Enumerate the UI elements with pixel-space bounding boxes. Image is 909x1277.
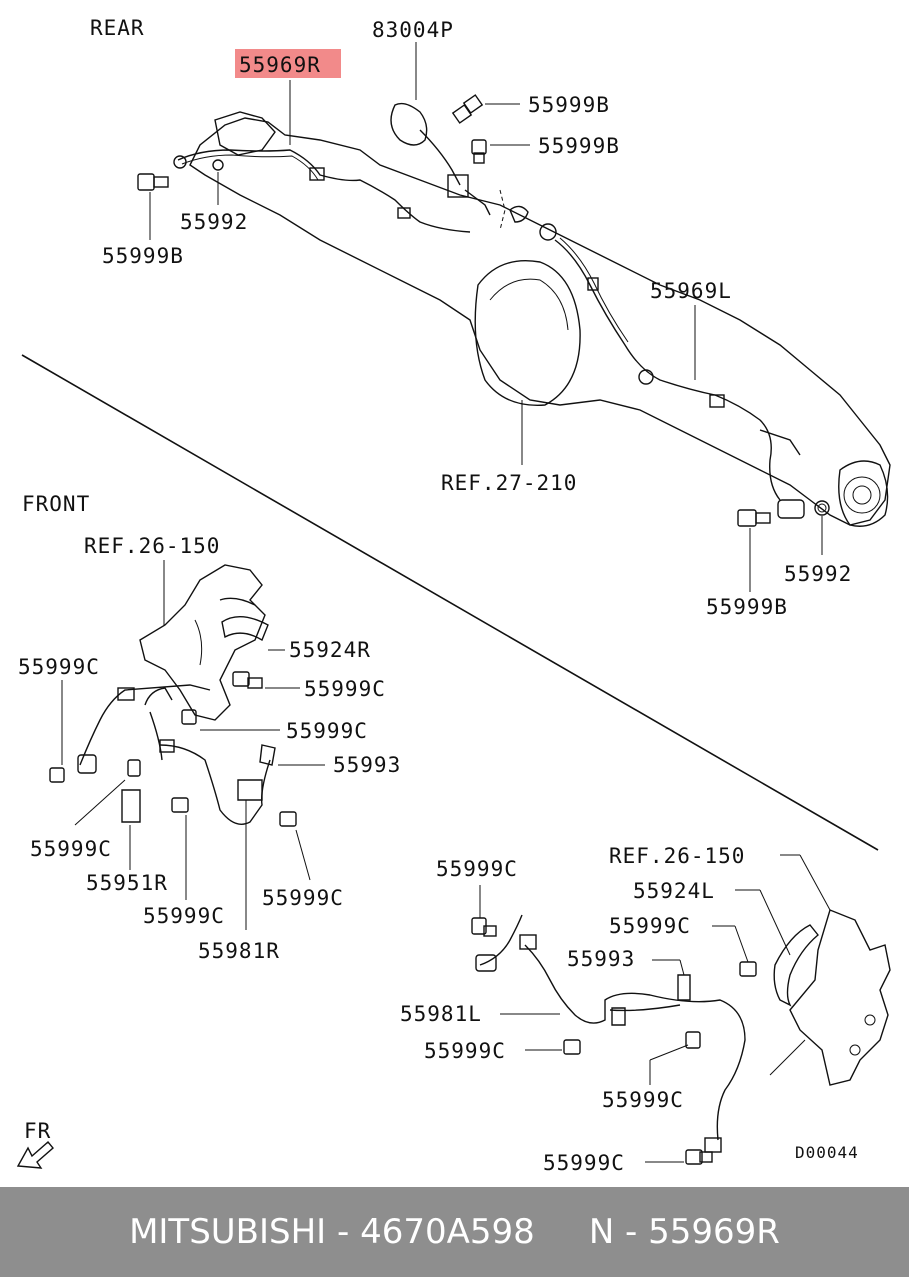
label-55992-1: 55992 bbox=[180, 210, 248, 234]
label-55981L: 55981L bbox=[400, 1002, 482, 1026]
bolt-55999B-rear-left bbox=[137, 173, 169, 191]
label-front: FRONT bbox=[22, 492, 90, 516]
label-ref26-1: REF.26-150 bbox=[84, 534, 220, 558]
label-55999B-4: 55999B bbox=[706, 595, 788, 619]
front-right-harness bbox=[77, 684, 271, 825]
label-55981R: 55981R bbox=[198, 939, 280, 963]
label-code: D00044 bbox=[795, 1143, 859, 1162]
front-left-shield bbox=[773, 924, 819, 1007]
label-55999C-4: 55999C bbox=[30, 837, 112, 861]
label-55999B-1: 55999B bbox=[528, 93, 610, 117]
label-55924L: 55924L bbox=[633, 879, 715, 903]
bolt-55999B-rear-right bbox=[737, 509, 771, 527]
label-55992-2: 55992 bbox=[784, 562, 852, 586]
label-55999B-2: 55999B bbox=[538, 134, 620, 158]
front-left-bolts bbox=[471, 917, 757, 1165]
highlight-55969R bbox=[235, 49, 341, 78]
label-55999C-11: 55999C bbox=[543, 1151, 625, 1175]
leader-lines-rear bbox=[149, 42, 823, 592]
sensor-rear-right bbox=[777, 499, 830, 519]
leader-lines-front-right bbox=[61, 560, 325, 930]
label-55999C-9: 55999C bbox=[424, 1039, 506, 1063]
label-55999C-3: 55999C bbox=[286, 719, 368, 743]
sensor-83004P bbox=[390, 102, 491, 216]
label-55924R: 55924R bbox=[289, 638, 371, 662]
parts-diagram: REAR 83004P 55969R 55999B 55999B 55992 5… bbox=[16, 16, 891, 1175]
label-55999C-5: 55999C bbox=[436, 857, 518, 881]
section-divider bbox=[21, 354, 879, 851]
label-55969R: 55969R bbox=[239, 53, 321, 77]
bolt-55999B-top-1 bbox=[451, 94, 484, 124]
label-55951R: 55951R bbox=[86, 871, 168, 895]
label-55993-1: 55993 bbox=[333, 753, 401, 777]
label-83004P: 83004P bbox=[372, 18, 454, 42]
rear-harness-right bbox=[173, 149, 471, 233]
footer-part: N - 55969R bbox=[588, 1212, 780, 1252]
rear-axle-housing bbox=[189, 111, 891, 527]
footer-brand: MITSUBISHI - 4670A598 bbox=[129, 1212, 535, 1252]
label-ref27: REF.27-210 bbox=[441, 471, 577, 495]
front-left-harness bbox=[475, 914, 746, 1153]
label-55969L: 55969L bbox=[650, 279, 732, 303]
label-ref26-2: REF.26-150 bbox=[609, 844, 745, 868]
label-55999C-8: 55999C bbox=[609, 914, 691, 938]
label-55999C-10: 55999C bbox=[602, 1088, 684, 1112]
label-55999C-2: 55999C bbox=[304, 677, 386, 701]
rear-harness-left bbox=[539, 223, 801, 501]
label-fr: FR bbox=[24, 1119, 51, 1143]
label-55999C-7: 55999C bbox=[143, 904, 225, 928]
label-55999C-6: 55999C bbox=[262, 886, 344, 910]
label-55993-2: 55993 bbox=[567, 947, 635, 971]
label-55999B-3: 55999B bbox=[102, 244, 184, 268]
front-right-bolts bbox=[49, 671, 297, 827]
label-rear: REAR bbox=[90, 16, 145, 40]
leader-lines-front-left bbox=[479, 854, 831, 1163]
front-direction-arrow bbox=[16, 1141, 54, 1169]
footer-bar: MITSUBISHI - 4670A598 N - 55969R bbox=[0, 1187, 909, 1277]
label-55999C-1: 55999C bbox=[18, 655, 100, 679]
bolt-55999B-top-2 bbox=[471, 139, 487, 164]
front-right-knuckle bbox=[139, 564, 269, 721]
front-left-knuckle bbox=[789, 909, 891, 1086]
